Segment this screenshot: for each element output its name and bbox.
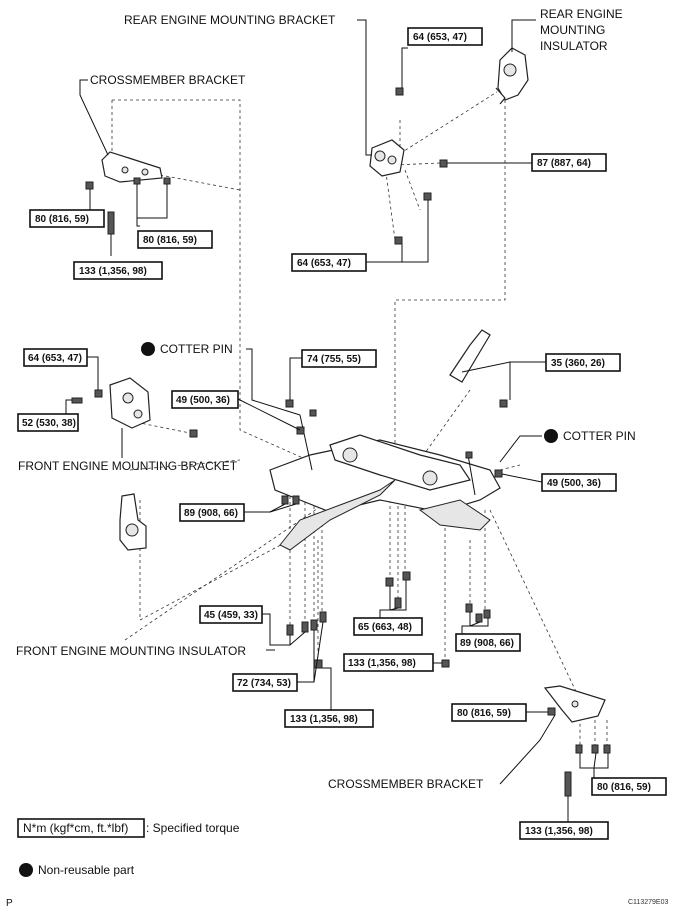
label-rear-engine-mounting-insulator-line2: MOUNTING <box>540 23 605 37</box>
crossmember-part <box>269 399 503 551</box>
bolts-rear <box>394 87 448 245</box>
footer-mark: P <box>6 898 13 909</box>
torque-box: 80 (816, 59) <box>591 777 667 796</box>
legend: N*m (kgf*cm, ft.*lbf) : Specified torque… <box>17 818 240 877</box>
torque-box: 80 (816, 59) <box>137 230 213 249</box>
torque-value: 133 (1,356, 98) <box>525 826 593 837</box>
legend-torque-units: N*m (kgf*cm, ft.*lbf) <box>23 821 128 835</box>
torque-value: 74 (755, 55) <box>307 354 361 365</box>
non-reusable-dot-icon <box>141 342 155 356</box>
label-cotter-pin-right: COTTER PIN <box>563 429 636 443</box>
torque-value: 64 (653, 47) <box>413 32 467 43</box>
rear-engine-mounting-bracket-part <box>369 139 405 177</box>
torque-box: 89 (908, 66) <box>455 633 521 652</box>
torque-box: 49 (500, 36) <box>541 473 617 492</box>
torque-box: 87 (887, 64) <box>531 153 607 172</box>
torque-box: 49 (500, 36) <box>171 390 239 409</box>
front-engine-mounting-bracket-part <box>71 377 198 438</box>
torque-box: 35 (360, 26) <box>545 353 621 372</box>
legend-torque-box <box>17 818 145 838</box>
torque-value: 133 (1,356, 98) <box>290 714 358 725</box>
leader-lines <box>58 19 609 822</box>
torque-value: 45 (459, 33) <box>204 610 258 621</box>
torque-box: 64 (653, 47) <box>291 253 367 272</box>
label-crossmember-bracket-top: CROSSMEMBER BRACKET <box>90 73 246 87</box>
front-engine-mounting-insulator-part <box>119 493 147 551</box>
torque-box: 80 (816, 59) <box>29 209 105 228</box>
label-front-engine-mounting-insulator: FRONT ENGINE MOUNTING INSULATOR <box>16 644 246 658</box>
torque-box: 133 (1,356, 98) <box>343 653 434 672</box>
torque-box: 80 (816, 59) <box>451 703 527 722</box>
label-rear-engine-mounting-insulator-line1: REAR ENGINE <box>540 7 623 21</box>
torque-value: 72 (734, 53) <box>237 678 291 689</box>
torque-value: 133 (1,356, 98) <box>79 266 147 277</box>
torque-box: 52 (530, 38) <box>17 413 79 432</box>
torque-box: 45 (459, 33) <box>199 605 263 624</box>
rear-engine-mounting-insulator-part <box>495 47 529 105</box>
torque-value: 49 (500, 36) <box>547 478 601 489</box>
crossmember-bracket-bottom-part <box>543 685 611 797</box>
non-reusable-dot-icon <box>19 863 33 877</box>
torque-value: 64 (653, 47) <box>28 353 82 364</box>
torque-value: 65 (663, 48) <box>358 622 412 633</box>
torque-value: 80 (816, 59) <box>35 214 89 225</box>
torque-value: 80 (816, 59) <box>143 235 197 246</box>
torque-value: 89 (908, 66) <box>184 508 238 519</box>
label-crossmember-bracket-bottom: CROSSMEMBER BRACKET <box>328 777 484 791</box>
label-cotter-pin-left: COTTER PIN <box>160 342 233 356</box>
torque-value: 35 (360, 26) <box>551 358 605 369</box>
non-reusable-dot-icon <box>544 429 558 443</box>
torque-box: 64 (653, 47) <box>23 348 88 367</box>
label-rear-engine-mounting-bracket: REAR ENGINE MOUNTING BRACKET <box>124 13 336 27</box>
torque-box: 133 (1,356, 98) <box>284 709 374 728</box>
torque-value: 49 (500, 36) <box>176 395 230 406</box>
torque-box: 89 (908, 66) <box>179 503 245 522</box>
torque-box: 65 (663, 48) <box>353 617 423 636</box>
label-rear-engine-mounting-insulator-line3: INSULATOR <box>540 39 608 53</box>
crossmember-bracket-top-part <box>101 151 163 183</box>
torque-value: 80 (816, 59) <box>597 782 651 793</box>
steering-column-part <box>449 329 508 408</box>
legend-torque-description: : Specified torque <box>146 821 240 835</box>
torque-value: 87 (887, 64) <box>537 158 591 169</box>
torque-value: 52 (530, 38) <box>22 418 76 429</box>
torque-box: 133 (1,356, 98) <box>519 821 609 840</box>
torque-box: 72 (734, 53) <box>232 673 298 692</box>
torque-box: 74 (755, 55) <box>301 349 377 368</box>
legend-non-reusable: Non-reusable part <box>38 863 135 877</box>
figure-code: C113279E03 <box>628 899 668 906</box>
torque-box: 64 (653, 47) <box>407 27 483 46</box>
torque-value: 64 (653, 47) <box>297 258 351 269</box>
torque-value: 80 (816, 59) <box>457 708 511 719</box>
torque-box: 133 (1,356, 98) <box>73 261 163 280</box>
torque-value: 89 (908, 66) <box>460 638 514 649</box>
label-front-engine-mounting-bracket: FRONT ENGINE MOUNTING BRACKET <box>18 459 238 473</box>
torque-value: 133 (1,356, 98) <box>348 658 416 669</box>
